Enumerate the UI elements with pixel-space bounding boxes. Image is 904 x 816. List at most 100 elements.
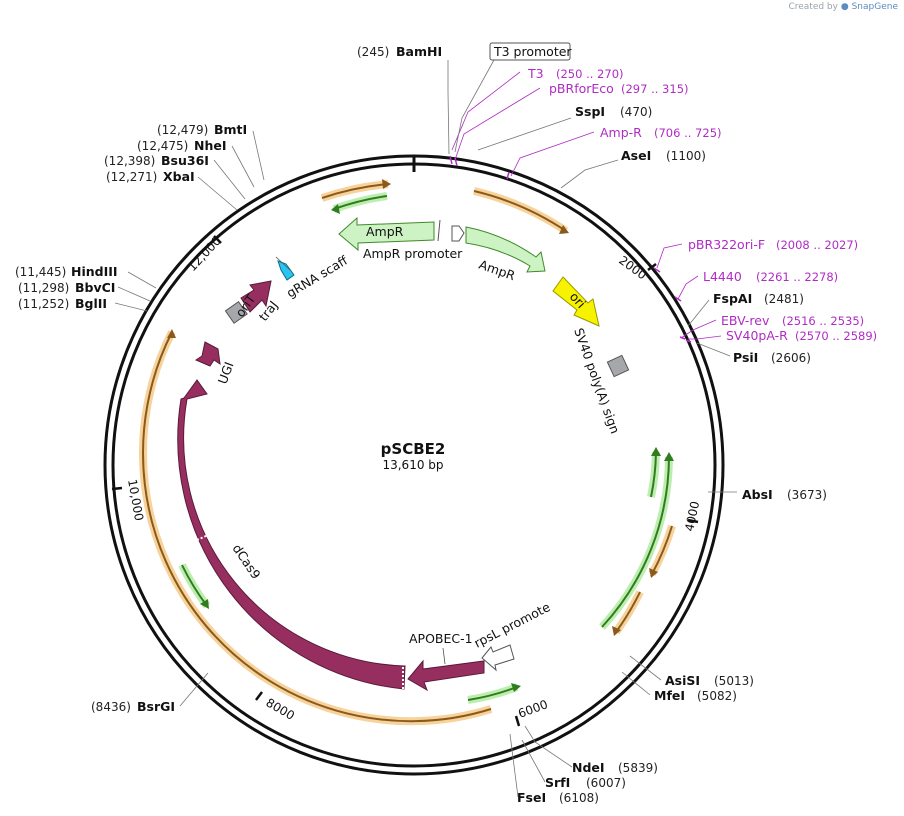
site-pos-absi: (3673): [787, 488, 827, 502]
site-labels: (245) BamHI SspI (470) AseI (1100) FspAI…: [15, 44, 827, 805]
site-name-ndei: NdeI: [572, 760, 605, 775]
tick-10000: [111, 486, 123, 491]
orange-arc-top-left-head: [382, 179, 391, 189]
feature-ampr-top: [338, 216, 435, 252]
plasmid-size: 13,610 bp: [382, 458, 443, 472]
site-name-asisi: AsiSI: [665, 673, 700, 688]
site-pos-fsei: (6108): [559, 791, 599, 805]
site-name-mfei: MfeI: [654, 688, 685, 703]
credit-brand: SnapGene: [851, 2, 898, 12]
snapgene-credit: Created by ● SnapGene: [788, 2, 898, 12]
features: AmpR AmpR promoter AmpR ori SV40 poly(A)…: [0, 0, 630, 692]
site-leaders: [114, 60, 737, 798]
site-pos-srfi: (6007): [586, 776, 626, 790]
primer-pos-pbrforeco: (297 .. 315): [621, 82, 689, 96]
site-name-sspi: SspI: [575, 104, 605, 119]
site-name-hindiii: HindIII: [71, 264, 118, 279]
site-pos-hindiii: (11,445): [15, 265, 66, 279]
orange-arc-right-head: [649, 568, 658, 578]
tick-12000: [213, 235, 222, 244]
green-arcs: [178, 192, 674, 704]
tick-8000: [255, 691, 263, 701]
snapgene-logo-icon: ●: [840, 2, 849, 12]
green-arc-right-inner-head: [651, 447, 661, 456]
site-name-bamhi: BamHI: [396, 44, 442, 59]
primer-name-t3: T3: [527, 66, 544, 81]
primer-name-sv40par: SV40pA-R: [726, 328, 788, 343]
plasmid-name: pSCBE2: [381, 440, 446, 458]
label-ugi: UGI: [215, 360, 237, 386]
label-ampr-top: AmpR: [366, 224, 404, 239]
feature-ori: [552, 276, 600, 327]
tick-2000: [647, 263, 657, 271]
label-dcas9: dCas9: [230, 541, 264, 582]
ring-ticks: [111, 235, 699, 727]
primer-pos-t3: (250 .. 270): [556, 67, 624, 81]
ampr-promoter-divider: [437, 219, 441, 242]
site-pos-sspi: (470): [620, 105, 652, 119]
primer-name-ampr: Amp-R: [600, 125, 642, 140]
site-pos-mfei: (5082): [697, 689, 737, 703]
label-rpsl-promoter: rpsL promoter: [0, 0, 553, 651]
site-name-bsu36i: Bsu36I: [161, 153, 209, 168]
tick-label-4000: 4000: [682, 500, 702, 533]
green-arc-top-head: [331, 204, 340, 214]
orange-arc-left-large-head: [167, 329, 176, 338]
primer-pos-pbr322orif: (2008 .. 2027): [776, 238, 858, 252]
primer-pos-ampr: (706 .. 725): [654, 126, 722, 140]
primer-pos-ebvrev: (2516 .. 2535): [782, 314, 864, 328]
tick-6000: [514, 715, 521, 727]
green-arc-bottom-head: [511, 683, 521, 692]
site-name-psii: PsiI: [733, 350, 758, 365]
site-pos-bbvci: (11,298): [18, 281, 69, 295]
site-name-nhei: NheI: [194, 138, 227, 153]
orange-arc-top-right-head: [559, 225, 569, 234]
primer-name-l4440: L4440: [703, 269, 742, 284]
tick-label-6000: 6000: [516, 697, 549, 721]
orange-arc-lower-right-head: [612, 626, 621, 636]
primer-name-ebvrev: EBV-rev: [721, 313, 770, 328]
t3-promoter-label: T3 promoter: [493, 44, 572, 59]
primer-pos-l4440: (2261 .. 2278): [756, 270, 838, 284]
green-arc-left-head: [200, 599, 209, 609]
feature-sv40-box: [606, 354, 630, 378]
feature-dcas9-divider: [196, 531, 216, 541]
apobec1-leader: [442, 647, 446, 665]
primer-marker-pbr322: [653, 267, 661, 273]
green-arc-right-outer-head: [664, 452, 674, 461]
site-pos-asei: (1100): [666, 149, 706, 163]
primer-marker-sv40pa: [685, 339, 692, 343]
feature-ampr: [465, 226, 546, 273]
site-name-srfi: SrfI: [545, 775, 570, 790]
primer-marker-ebv: [679, 336, 686, 340]
t3-promoter-leader: [454, 59, 495, 153]
site-name-bbvci: BbvCI: [75, 280, 115, 295]
site-name-bmti: BmtI: [214, 122, 247, 137]
tick-4000: [687, 518, 699, 524]
site-pos-fspai: (2481): [764, 292, 804, 306]
site-pos-asisi: (5013): [714, 674, 754, 688]
feature-orit-box: [224, 300, 248, 324]
label-ampr-promoter: AmpR promoter: [363, 246, 463, 261]
orange-arcs: [139, 179, 676, 726]
site-pos-bamhi: (245): [357, 45, 389, 59]
primer-marker-pbrforeco: [454, 157, 458, 167]
primer-marker-t3: [449, 155, 453, 165]
primer-leaders: [449, 71, 722, 343]
tick-label-8000: 8000: [264, 695, 297, 722]
primer-marker-l4440: [674, 296, 682, 302]
feature-ugi: [194, 341, 221, 367]
feature-dcas9: [177, 379, 406, 690]
site-name-bglii: BglII: [75, 296, 107, 311]
site-name-xbai: XbaI: [163, 169, 195, 184]
feature-apobec1: [407, 659, 485, 692]
site-pos-bmti: (12,479): [157, 123, 208, 137]
feature-grna-scaffold: [277, 260, 295, 281]
credit-prefix: Created by: [788, 2, 838, 12]
site-pos-xbai: (12,271): [106, 170, 157, 184]
site-name-bsrgi: BsrGI: [137, 699, 175, 714]
site-pos-nhei: (12,475): [137, 139, 188, 153]
label-ampr: AmpR: [477, 257, 518, 284]
site-pos-psii: (2606): [771, 351, 811, 365]
